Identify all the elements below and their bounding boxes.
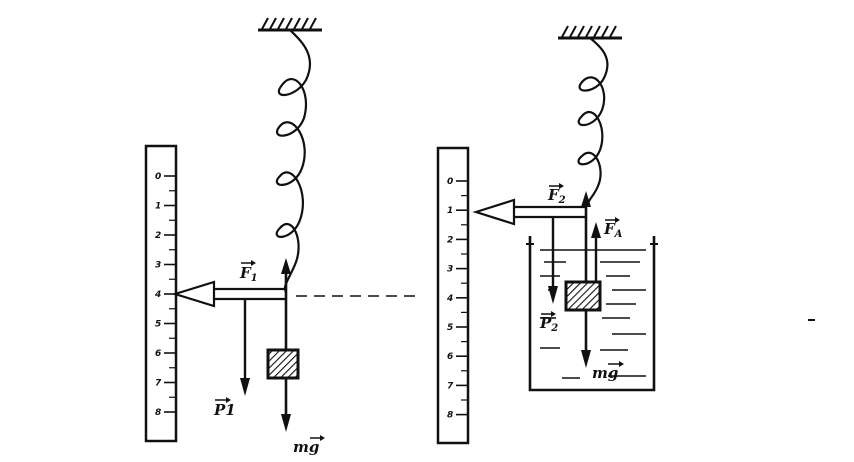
right-scale-tick-label: 1	[447, 206, 453, 216]
left-scale-tick-label: 8	[155, 408, 161, 418]
right-scale-tick-label: 7	[447, 381, 454, 391]
right-scale-tick-label: 5	[447, 323, 453, 333]
right-f2-label: F2	[547, 186, 566, 206]
left-ceiling	[258, 17, 322, 32]
left-spring	[275, 29, 312, 293]
right-spring-force-arrow	[472, 198, 586, 226]
left-mg-label: mg	[293, 438, 319, 456]
left-scale: 0 1 2 3 4 5 6 7 8	[144, 144, 178, 443]
water-container	[526, 236, 658, 392]
left-scale-tick-label: 3	[155, 261, 161, 271]
right-weight-block	[564, 280, 602, 312]
left-weight-block	[266, 348, 300, 380]
right-ceiling	[558, 25, 622, 40]
left-scale-tick-label: 5	[155, 320, 161, 330]
left-scale-tick-label: 2	[155, 231, 161, 241]
right-scale-tick-label: 3	[447, 265, 453, 275]
left-f1-sub: 1	[251, 273, 258, 284]
left-scale-tick-label: 4	[154, 290, 161, 300]
left-scale-tick-label: 7	[155, 379, 162, 389]
right-scale: 0 1 2 3 4 5 6 7 8	[436, 146, 470, 445]
left-scale-tick-label: 1	[155, 202, 161, 212]
right-spring	[577, 37, 609, 205]
right-scale-tick-label: 4	[446, 294, 453, 304]
right-scale-tick-label: 0	[447, 177, 453, 187]
right-scale-tick-label: 8	[447, 411, 453, 421]
left-p1-label: P1	[213, 401, 236, 419]
left-f1-label: F1	[239, 264, 258, 284]
left-scale-tick-label: 6	[155, 349, 161, 359]
right-setup: 0 1 2 3 4 5 6 7 8 F2	[436, 25, 658, 445]
right-scale-tick-label: 6	[447, 352, 453, 362]
right-p2-label: P2	[539, 314, 558, 334]
left-scale-tick-label: 0	[155, 172, 161, 182]
right-scale-tick-label: 2	[447, 235, 453, 245]
left-spring-force-arrow	[171, 280, 286, 308]
right-fa-label: FA	[603, 220, 623, 240]
left-setup: 0 1 2 3 4 5 6 7 8 F1 P1 mg	[144, 17, 420, 456]
right-mg-label: mg	[592, 364, 618, 382]
water-surface-lines	[540, 249, 646, 379]
